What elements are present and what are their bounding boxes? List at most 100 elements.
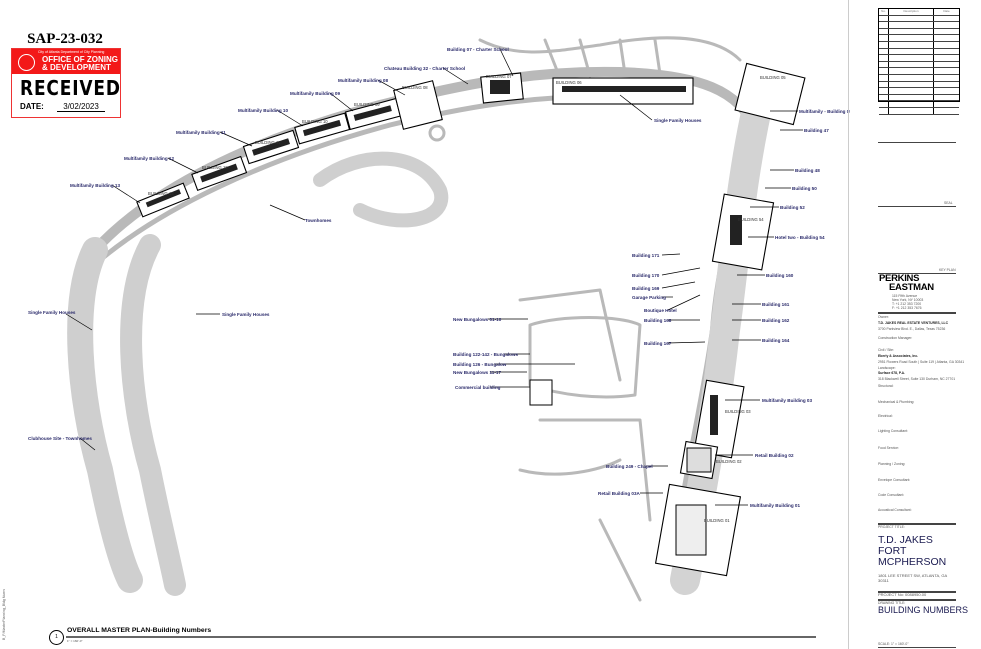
divider <box>878 142 956 143</box>
project-title: T.D. JAKES FORT MCPHERSON <box>878 534 947 568</box>
city-seal-icon <box>18 54 35 71</box>
south-roads <box>518 288 652 602</box>
landscape-label: Landscape: <box>878 366 896 370</box>
stamp-date-label: DATE: <box>20 102 44 111</box>
view-title: OVERALL MASTER PLAN-Building Numbers <box>67 627 212 634</box>
building-tag: BUILDING 13 <box>148 191 174 196</box>
plan-label: Multifamily Building 01 <box>750 503 800 508</box>
plan-label: Building 160 <box>766 273 794 278</box>
project-address: 1801 LEE STREET SW, ATLANTA, GA 30311 <box>878 573 947 583</box>
leader-lines <box>65 48 803 506</box>
project-title-label: PROJECT TITLE: <box>878 525 905 529</box>
plan-label: Building 167 <box>644 341 672 346</box>
building-54-box <box>711 193 775 271</box>
divider <box>878 273 956 274</box>
inner-road <box>97 93 623 263</box>
plan-label: Building 161 <box>762 302 790 307</box>
building-tag: BUILDING 07 <box>486 74 512 79</box>
consultant-label: Electrical: <box>878 414 893 418</box>
consultant-label: Code Consultant: <box>878 493 905 497</box>
plan-label: Multifamily Building 11 <box>176 130 226 135</box>
consultant-label: Mechanical & Plumbing: <box>878 400 915 404</box>
roundabout <box>428 124 446 142</box>
owner-label: Owner: <box>878 315 889 319</box>
consultant-label: Structural: <box>878 384 894 388</box>
revision-row <box>879 61 959 69</box>
civil: Eberly & Associates, Inc. <box>878 354 919 358</box>
building-tag: BUILDING 54 <box>738 217 764 222</box>
plan-label: Building 169 <box>632 286 660 291</box>
revision-row <box>879 68 959 75</box>
plan-label: New Bungalows 01-10 <box>453 317 502 322</box>
revision-row <box>879 48 959 56</box>
divider <box>878 206 956 207</box>
landscape-address: 318 Blackwell Street, Suite 130 Durham, … <box>878 377 956 381</box>
plan-labels: Multifamily Building 13 Multifamily Build… <box>28 47 850 508</box>
stamp-office: OFFICE OF ZONING & DEVELOPMENT <box>42 55 118 72</box>
plan-label: New Bungalows 11-17 <box>453 370 501 375</box>
building-tag: BUILDING 06 <box>556 80 582 85</box>
divider <box>878 523 956 525</box>
view-number: 1 <box>49 630 64 645</box>
civil-label: Civil / Site: <box>878 348 895 352</box>
revision-header-cell: Description <box>889 9 934 15</box>
plan-label: Multifamily Building 13 <box>70 183 120 188</box>
logo-line: PERKINS <box>879 273 920 284</box>
scale: SCALE: 1" = 160'-0" <box>878 642 909 646</box>
plan-label: Multifamily - Building 05 <box>799 109 850 114</box>
plan-label: Building 52 <box>780 205 805 210</box>
building-footprints <box>145 80 742 556</box>
title-underline <box>66 636 816 638</box>
revision-row <box>879 81 959 89</box>
plan-label: Commercial building <box>455 385 501 390</box>
consultant-label: Planning / Zoning: <box>878 462 906 466</box>
address-line: New York, NY 10003 <box>892 298 924 302</box>
revision-row <box>879 55 959 62</box>
revision-row <box>879 74 959 82</box>
building-08-box <box>393 80 443 130</box>
plan-label: Boutique Hotel <box>644 308 677 313</box>
building-tag: BUILDING 02 <box>716 459 742 464</box>
plan-label: Townhomes <box>305 218 332 223</box>
building-tag: BUILDING 08 <box>402 85 428 90</box>
civil-address: 2951 Flowers Road South | Suite 119 | At… <box>878 360 965 364</box>
revision-row <box>879 101 959 108</box>
townhome-arc <box>313 151 449 228</box>
plan-label: Building 50 <box>792 186 817 191</box>
revision-row <box>879 88 959 95</box>
plan-label: Multifamily Building 08 <box>338 78 388 83</box>
stamp-status: RECEIVED <box>20 76 121 100</box>
revision-header-cell: No. <box>879 9 889 15</box>
stamp-date: 3/02/2023 <box>57 102 105 112</box>
plan-label: Building 168 <box>644 318 672 323</box>
owner: T.D. JAKES REAL ESTATE VENTURES, LLC <box>878 321 949 325</box>
revision-row <box>879 28 959 36</box>
logo-line: EASTMAN <box>889 282 934 293</box>
plan-label: Multifamily Building 09 <box>290 91 340 96</box>
received-stamp: City of Atlanta Department of City Plann… <box>11 48 121 118</box>
divider <box>878 312 956 314</box>
north-streets <box>478 36 742 80</box>
plan-label: Building 164 <box>762 338 790 343</box>
project-number: PROJECT No: 0088950.00 <box>878 592 927 597</box>
revision-row <box>879 94 959 102</box>
consultant-label: Acoustical Consultant: <box>878 508 912 512</box>
plan-label: Hotel two - Building 54 <box>775 235 825 240</box>
building-tag: BUILDING 09 <box>354 102 380 107</box>
plan-label: Building 126 - Bungalow <box>453 362 507 367</box>
building-tag: BUILDING 03 <box>725 409 751 414</box>
drawing-title: BUILDING NUMBERS <box>878 605 969 615</box>
site-plan: Multifamily Building 13 Multifamily Build… <box>28 36 850 602</box>
plan-label: Garage Parking <box>632 295 666 300</box>
case-number: SAP-23-032 <box>27 31 103 47</box>
revision-row <box>879 107 959 115</box>
plan-label: Single Family Houses <box>654 118 702 123</box>
revision-row <box>879 15 959 23</box>
building-tag: BUILDING 11 <box>255 140 281 145</box>
main-road <box>90 66 760 565</box>
